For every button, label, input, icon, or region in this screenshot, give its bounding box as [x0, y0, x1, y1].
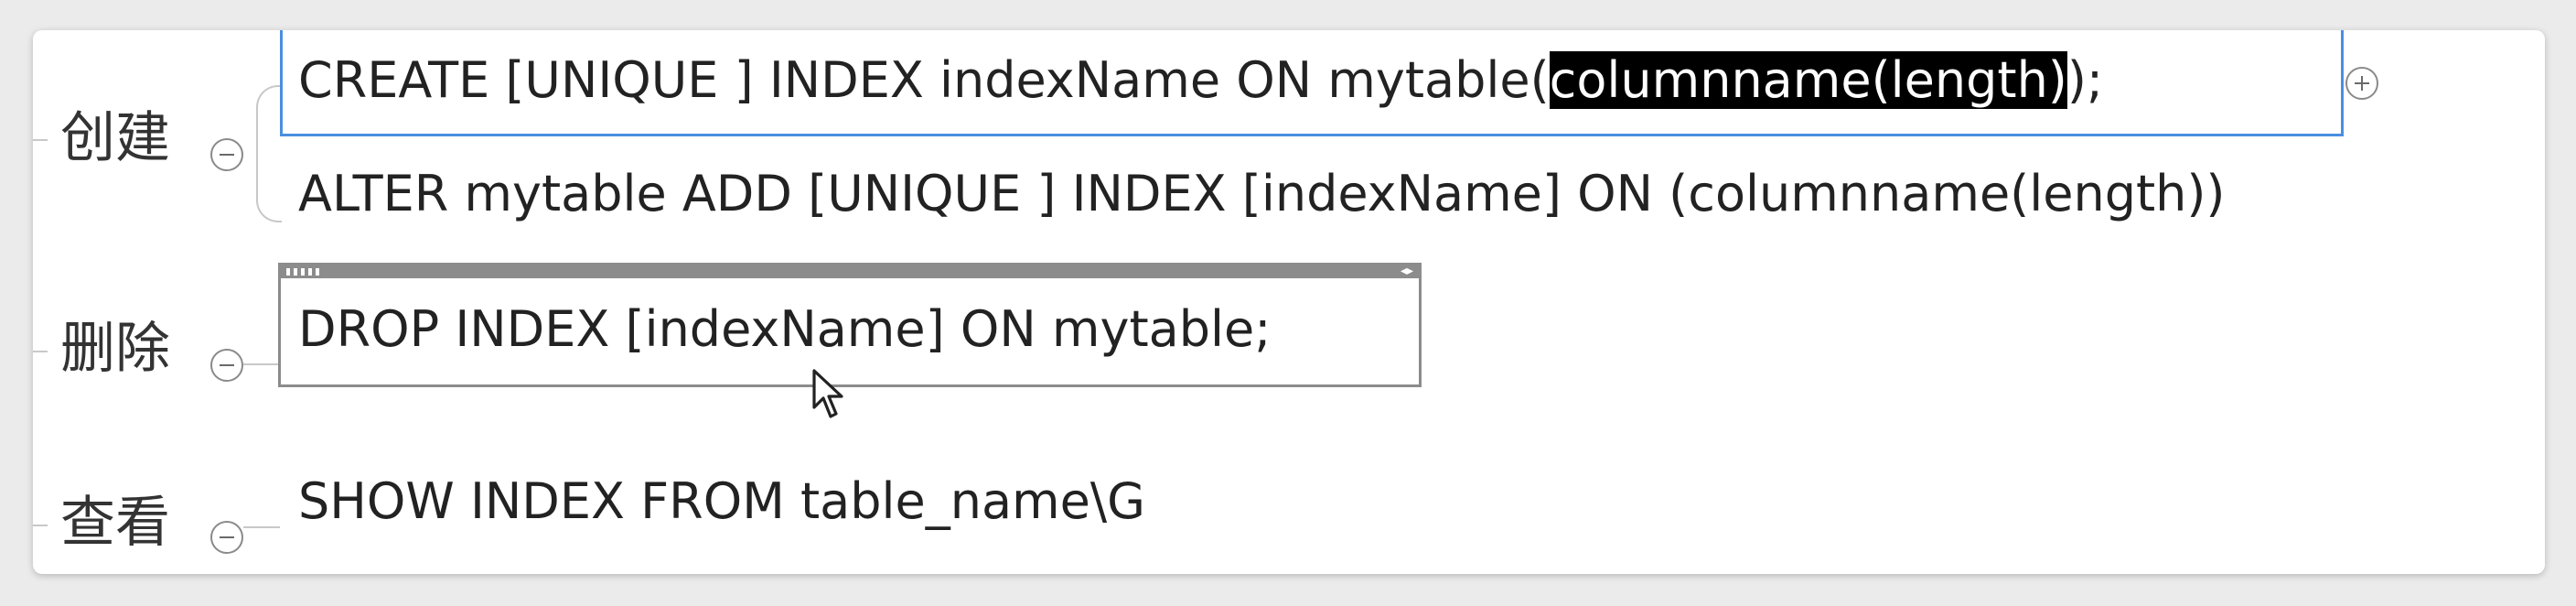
edit-box-titlebar[interactable]: ◂▸	[281, 264, 1419, 278]
branch-connector	[243, 363, 280, 365]
branch-label-view[interactable]: 查看	[60, 491, 170, 555]
collapse-icon[interactable]	[210, 521, 243, 554]
branch-connector	[256, 85, 282, 222]
node-drop-index[interactable]: DROP INDEX [indexName] ON mytable;	[298, 300, 1272, 358]
branch-stub	[33, 139, 48, 141]
node-alter-index[interactable]: ALTER mytable ADD [UNIQUE ] INDEX [index…	[298, 165, 2226, 222]
node-edit-box[interactable]: ◂▸	[278, 263, 1422, 387]
node-text: );	[2066, 51, 2104, 109]
resize-arrows-icon[interactable]: ◂▸	[1400, 264, 1413, 278]
branch-connector	[243, 526, 280, 528]
collapse-icon[interactable]	[210, 138, 243, 171]
branch-label-delete[interactable]: 删除	[60, 317, 170, 381]
expand-icon[interactable]	[2345, 67, 2378, 100]
node-text: CREATE [UNIQUE ] INDEX indexName ON myta…	[298, 51, 1550, 109]
branch-stub	[33, 525, 48, 526]
branch-stub	[33, 351, 48, 352]
drag-handle-icon[interactable]	[286, 268, 323, 276]
branch-label-create[interactable]: 创建	[60, 106, 170, 170]
node-show-index[interactable]: SHOW INDEX FROM table_name\G	[298, 472, 1145, 530]
mindmap-canvas: 创建 CREATE [UNIQUE ] INDEX indexName ON m…	[33, 30, 2545, 574]
highlighted-text[interactable]: columnname(length)	[1549, 51, 2067, 109]
mouse-cursor-icon	[812, 369, 843, 418]
node-create-index[interactable]: CREATE [UNIQUE ] INDEX indexName ON myta…	[298, 51, 2103, 109]
collapse-icon[interactable]	[210, 349, 243, 382]
